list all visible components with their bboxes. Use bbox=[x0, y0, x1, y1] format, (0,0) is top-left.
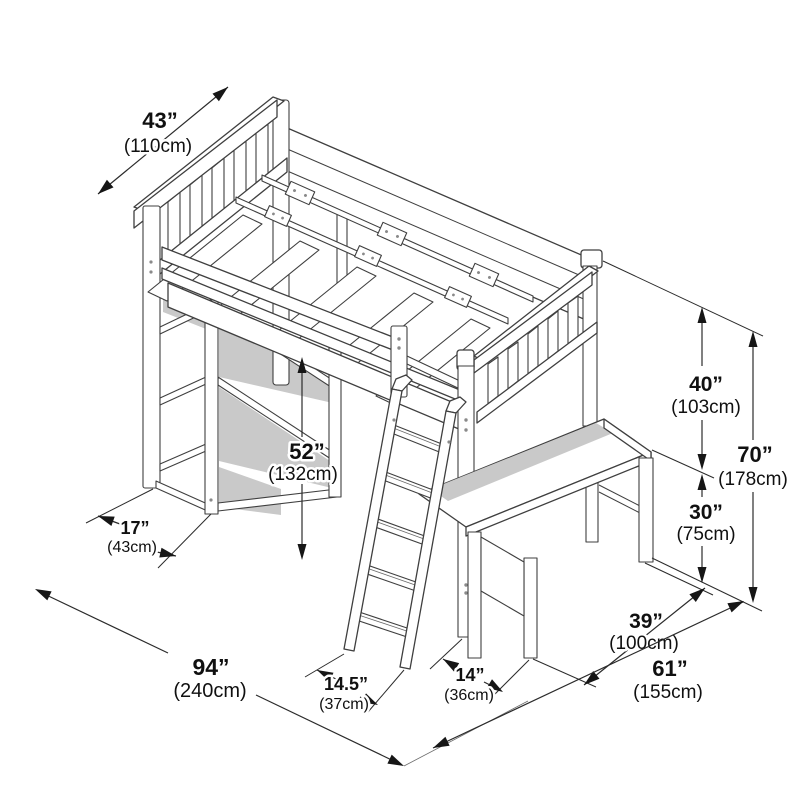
desk-right-leg bbox=[638, 457, 654, 563]
dimension-desk-gap: 14” (36cm) bbox=[442, 658, 503, 707]
shelf-left-rail bbox=[159, 376, 207, 406]
dimension-desk-height: 30” (75cm) bbox=[674, 474, 738, 583]
desk bbox=[418, 418, 654, 659]
dim-label-cm: (100cm) bbox=[609, 633, 679, 654]
dim-label: 14.5” bbox=[324, 674, 368, 694]
dimension-upper-height: 40” (103cm) bbox=[669, 307, 743, 470]
ladder bbox=[343, 374, 467, 670]
rail-bracket bbox=[376, 221, 408, 247]
ladder-right-stile bbox=[399, 410, 457, 670]
headboard-near-post bbox=[142, 205, 161, 489]
rail-bracket bbox=[354, 245, 382, 267]
desk-rear-leg bbox=[585, 479, 599, 543]
ladder-left-stile bbox=[343, 388, 403, 652]
dim-label-cm: (43cm) bbox=[107, 539, 157, 556]
dimension-total-height: 70” (178cm) bbox=[716, 331, 790, 603]
dim-label-cm: (155cm) bbox=[633, 682, 703, 703]
dim-label: 70” bbox=[737, 442, 772, 467]
rail-bracket bbox=[468, 262, 500, 288]
dim-label-cm: (132cm) bbox=[268, 464, 338, 485]
dimension-clearance: 52” (132cm) bbox=[266, 357, 340, 560]
desk-front-left-leg bbox=[467, 531, 482, 659]
rail-bracket bbox=[264, 205, 292, 227]
dimension-total-depth: 61” (155cm) bbox=[432, 601, 744, 749]
dim-label: 17” bbox=[120, 518, 149, 538]
dimension-total-length: 94” (240cm) bbox=[35, 589, 404, 766]
dim-label-cm: (36cm) bbox=[444, 687, 494, 704]
dim-label-cm: (103cm) bbox=[671, 397, 741, 418]
dim-label: 39” bbox=[629, 610, 663, 633]
bookcase-front-post bbox=[204, 299, 219, 515]
dim-label-cm: (37cm) bbox=[319, 696, 369, 713]
dimension-ladder-depth: 14.5” (37cm) bbox=[317, 669, 378, 716]
desk-side-panel bbox=[480, 536, 525, 617]
footboard-mid-rail bbox=[476, 321, 598, 424]
headboard bbox=[133, 96, 290, 489]
dim-label-cm: (240cm) bbox=[173, 680, 246, 702]
dim-label: 43” bbox=[142, 108, 177, 133]
dim-label-cm: (110cm) bbox=[124, 136, 192, 157]
dimension-desk-length: 39” (100cm) bbox=[583, 587, 706, 686]
dim-label: 61” bbox=[652, 656, 687, 681]
shelf-left-rail bbox=[159, 443, 207, 472]
dimension-shelf-depth: 17” (43cm) bbox=[97, 515, 177, 559]
rail-bracket bbox=[444, 286, 472, 308]
dim-label: 30” bbox=[689, 501, 723, 524]
dim-label-cm: (178cm) bbox=[718, 469, 788, 490]
shelf-left-bottom-rail bbox=[155, 480, 213, 514]
dim-label: 14” bbox=[455, 665, 484, 685]
desk-mid-leg bbox=[523, 557, 538, 659]
dim-label: 40” bbox=[689, 373, 723, 396]
dim-label: 94” bbox=[192, 654, 229, 680]
dimension-bed-width: 43” (110cm) bbox=[97, 86, 229, 195]
headboard-top-rail bbox=[133, 99, 278, 229]
dim-label: 52” bbox=[289, 439, 324, 464]
rail-bracket bbox=[284, 180, 316, 206]
dim-label-cm: (75cm) bbox=[676, 524, 735, 545]
